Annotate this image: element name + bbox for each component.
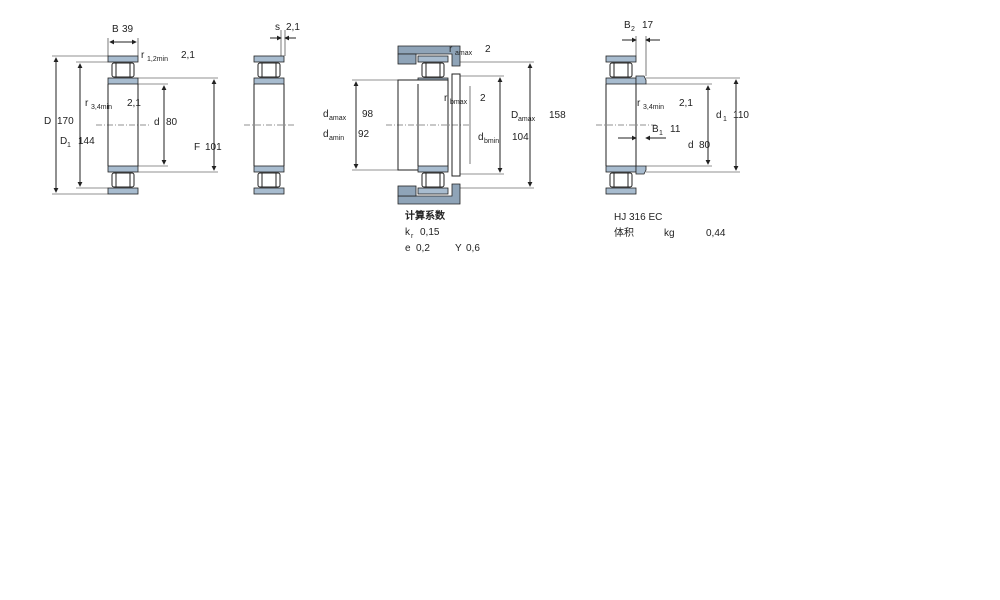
dim-dbmin-sub: bmin xyxy=(484,138,499,145)
dim-D1-sub: 1 xyxy=(67,142,71,149)
calc-kr-sub: r xyxy=(411,233,414,240)
dim-dbmin-value: 104 xyxy=(512,132,529,143)
bearing-mounting-view xyxy=(352,45,534,205)
angle-ring-view xyxy=(596,36,740,195)
dim-d-value: 80 xyxy=(166,117,178,128)
dim-B1-label: B xyxy=(652,124,659,135)
calc-e-label: e xyxy=(405,243,411,254)
dim-B1-value: 11 xyxy=(670,124,681,135)
dim-Damax-sub: amax xyxy=(518,116,536,123)
dim-B2-sub: 2 xyxy=(631,26,635,33)
dim-F-value: 101 xyxy=(205,142,222,153)
dim-r12-label: r xyxy=(141,50,145,61)
bearing-section-s-view xyxy=(244,30,296,195)
dim-dbmin-label: d xyxy=(478,132,484,143)
dim-d-label: d xyxy=(154,117,160,128)
dim-r34-value: 2,1 xyxy=(127,98,141,109)
calc-Y-value: 0,6 xyxy=(466,243,480,254)
product-designation: HJ 316 EC xyxy=(614,212,662,223)
dim-D-value: 170 xyxy=(57,116,74,127)
dim-ramax-label: r xyxy=(449,44,453,55)
dim-D1-value: 144 xyxy=(78,136,95,147)
dim-d1-sub: 1 xyxy=(723,116,727,123)
dim-B2-value: 17 xyxy=(642,20,654,31)
calc-kr-value: 0,15 xyxy=(420,227,440,238)
dim-B2-label: B xyxy=(624,20,631,31)
dim-s-label: s xyxy=(275,22,280,33)
calc-title: 计算系数 xyxy=(405,209,446,222)
dim-damin-label: d xyxy=(323,129,329,140)
dim-B1-sub: 1 xyxy=(659,130,663,137)
dim-rbmax-label: r xyxy=(444,93,448,104)
volume-unit: kg xyxy=(664,228,675,239)
dim-B-label: B xyxy=(112,24,119,35)
dim-B-value: 39 xyxy=(122,24,134,35)
dim-D-label: D xyxy=(44,116,51,127)
dim-r34-label-hj: r xyxy=(637,98,641,109)
calc-kr-label: k xyxy=(405,227,411,238)
dim-d-label-hj: d xyxy=(688,140,694,151)
dim-damin-value: 92 xyxy=(358,129,370,140)
dim-r34-sub-hj: 3,4min xyxy=(643,104,664,111)
dim-d1-label: d xyxy=(716,110,722,121)
dim-r12-value: 2,1 xyxy=(181,50,195,61)
calc-Y-label: Y xyxy=(455,243,462,254)
dim-rbmax-sub: bmax xyxy=(450,99,468,106)
dim-r34-value-hj: 2,1 xyxy=(679,98,693,109)
bearing-section-main xyxy=(52,38,218,195)
dim-r12-sub: 1,2min xyxy=(147,56,168,63)
dim-r34-label: r xyxy=(85,98,89,109)
dim-Damax-label: D xyxy=(511,110,518,121)
dim-ramax-sub: amax xyxy=(455,50,473,57)
volume-label: 体积 xyxy=(614,227,634,239)
dim-damin-sub: amin xyxy=(329,135,344,142)
dim-ramax-value: 2 xyxy=(485,44,491,55)
dim-D1-label: D xyxy=(60,136,67,147)
dim-d1-value: 110 xyxy=(733,110,749,121)
dim-d-value-hj: 80 xyxy=(699,140,711,151)
dim-Damax-value: 158 xyxy=(549,110,566,121)
dim-r34-sub: 3,4min xyxy=(91,104,112,111)
calc-e-value: 0,2 xyxy=(416,243,430,254)
volume-value: 0,44 xyxy=(706,228,726,239)
dim-damax-value: 98 xyxy=(362,109,374,120)
dim-damax-label: d xyxy=(323,109,329,120)
dim-damax-sub: amax xyxy=(329,115,347,122)
dim-rbmax-value: 2 xyxy=(480,93,486,104)
dim-F-label: F xyxy=(194,142,200,153)
dim-s-value: 2,1 xyxy=(286,22,300,33)
